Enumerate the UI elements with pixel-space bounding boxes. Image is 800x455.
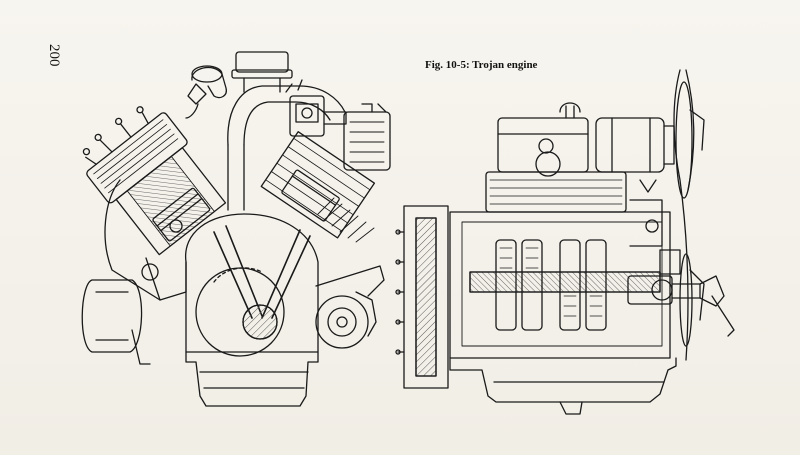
sump: [186, 352, 318, 406]
connecting-rod-right: [262, 230, 300, 318]
figure-caption: Fig. 10-5: Trojan engine: [425, 59, 538, 71]
right-cylinder: [261, 132, 374, 238]
longitudinal-section-view: [396, 70, 734, 414]
crankshaft: [470, 272, 660, 292]
crank-throws: [496, 240, 606, 330]
connecting-rod-left: [214, 232, 252, 318]
right-piston: [281, 169, 340, 221]
cooling-fan: [674, 70, 688, 360]
intake-manifold: [228, 86, 345, 145]
cross-section-view: [71, 52, 390, 406]
air-cleaner: [236, 52, 288, 72]
muffler: [82, 280, 141, 352]
oil-sump: [450, 358, 676, 402]
distributor: [316, 296, 368, 348]
carburettor: [290, 96, 324, 136]
exhaust-pipe: [192, 67, 226, 97]
flywheel-housing: [404, 206, 448, 388]
cylinder-block: [486, 172, 626, 212]
crankcase: [186, 214, 318, 352]
dynamo: [596, 118, 664, 172]
